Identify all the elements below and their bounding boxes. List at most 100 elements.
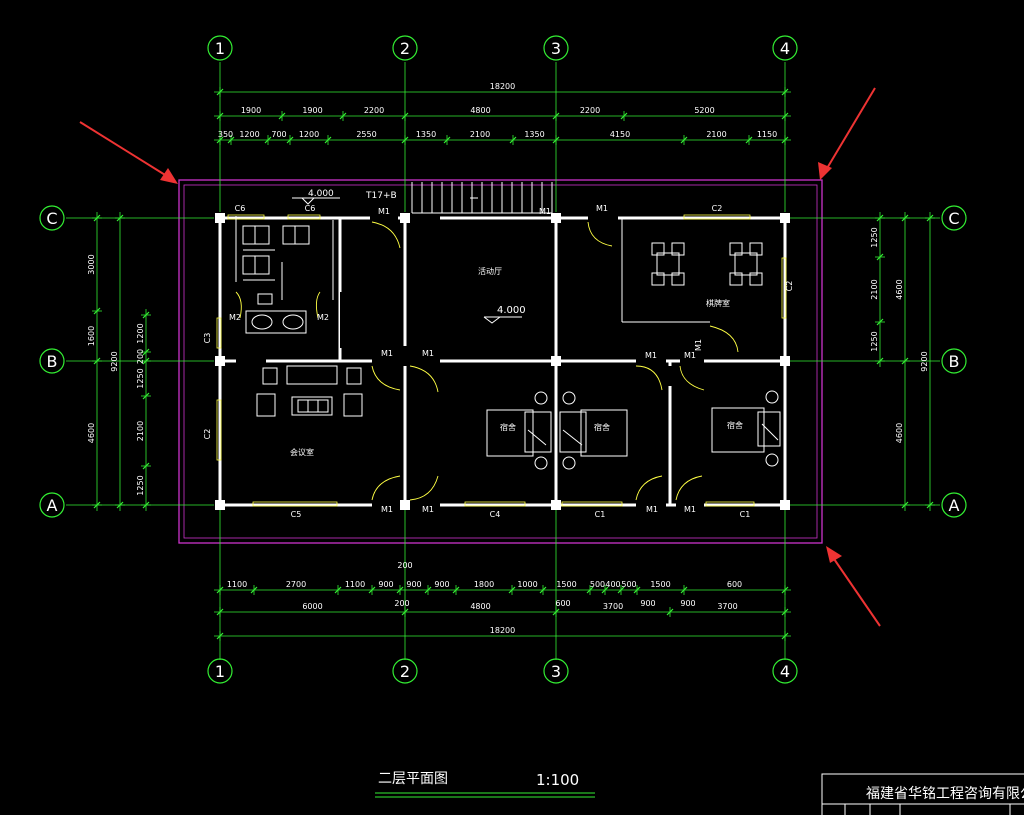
dim-bottom-row1-label: 900 xyxy=(406,580,421,589)
doors xyxy=(235,221,739,501)
outline-frame xyxy=(178,179,823,544)
dim-top-row2-label: 4150 xyxy=(610,130,630,139)
dim-top-row2-label: 700 xyxy=(271,130,286,139)
window-label: C1 xyxy=(740,510,751,519)
grid-bubble-2-bottom xyxy=(392,658,418,684)
column xyxy=(780,356,790,366)
company-name: 福建省华铭工程咨询有限公司 xyxy=(866,786,1024,802)
company-title-block: 福建省华铭工程咨询有限公司 xyxy=(821,773,1024,815)
column xyxy=(215,356,225,366)
dim-bottom-extra-label: 900 xyxy=(680,599,695,608)
dim-right-total-label: 9200 xyxy=(920,351,929,371)
dim-bottom-row1-label: 1100 xyxy=(345,580,365,589)
window xyxy=(252,501,338,507)
grid-bubble-label: B xyxy=(949,352,960,371)
dim-bottom-extra-label: 900 xyxy=(640,599,655,608)
grid-bubble-label: 2 xyxy=(400,662,410,681)
door-swing xyxy=(409,475,439,501)
column xyxy=(215,500,225,510)
door-swing xyxy=(371,365,401,391)
door-label: M1 xyxy=(684,351,696,360)
annotation-arrows xyxy=(79,87,881,627)
dim-top-row2-label: 2550 xyxy=(356,130,376,139)
window-label: C2 xyxy=(712,204,723,213)
grid-bubble-label: 3 xyxy=(551,39,561,58)
stair-tag: T17+B xyxy=(365,191,397,201)
dim-top-total-label: 18200 xyxy=(490,82,515,91)
room-label-dorm-3: 宿舍 xyxy=(727,420,743,430)
grid-bubble-label: 4 xyxy=(780,39,790,58)
dim-bottom-row1-label: 1500 xyxy=(650,580,670,589)
window xyxy=(216,399,222,461)
dim-top-row2-label: 1200 xyxy=(299,130,319,139)
grid-bubble-A-left xyxy=(39,492,65,518)
window xyxy=(227,214,265,220)
dim-bottom-row1-label: 1100 xyxy=(227,580,247,589)
window-label: C3 xyxy=(203,333,212,344)
grid-bubble-B-right xyxy=(941,348,967,374)
dim-top-row1-label: 2200 xyxy=(364,106,384,115)
dim-left-total-label: 9200 xyxy=(110,351,119,371)
grid-bubble-B-left xyxy=(39,348,65,374)
dim-top-row2-label: 1200 xyxy=(239,130,259,139)
dim-left-outer-label: 4600 xyxy=(87,423,96,443)
door-swing xyxy=(635,475,663,501)
dim-left-inner-label: 1200 xyxy=(136,323,145,343)
window-label: C2 xyxy=(785,281,794,292)
grid-bubble-label: C xyxy=(46,209,57,228)
dim-bottom-row1-label: 1800 xyxy=(474,580,494,589)
column xyxy=(215,213,225,223)
grid-bubble-C-right xyxy=(941,205,967,231)
column xyxy=(780,213,790,223)
window-label: C1 xyxy=(595,510,606,519)
dim-right-outer-label: 4600 xyxy=(895,423,904,443)
drawing-scale: 1:100 xyxy=(536,771,579,789)
door-swing xyxy=(315,291,321,319)
grid-bubble-label: C xyxy=(948,209,959,228)
dim-left-outer-label: 3000 xyxy=(87,254,96,274)
dim-top-row2-label: 350 xyxy=(218,130,233,139)
window-label: C5 xyxy=(291,510,302,519)
dim-bottom-row2-label: 6000 xyxy=(302,602,322,611)
dim-bottom-row1-label: 1500 xyxy=(556,580,576,589)
window-label: C6 xyxy=(235,204,246,213)
column xyxy=(780,500,790,510)
room-label-chess-room: 棋牌室 xyxy=(706,298,730,308)
window xyxy=(464,501,526,507)
door-label: M1 xyxy=(684,505,696,514)
dim-top-row1-label: 5200 xyxy=(694,106,714,115)
dim-bottom-row1-label: 2700 xyxy=(286,580,306,589)
plan-labels: 4.000 T17+B 4.000 活动厅 棋牌室 会议室 宿舍 宿舍 宿舍 xyxy=(290,189,743,457)
dim-bottom-row2-label: 4800 xyxy=(470,602,490,611)
window xyxy=(781,257,787,319)
column xyxy=(400,500,410,510)
door-swing xyxy=(235,291,242,319)
door-swing xyxy=(409,365,439,393)
dim-top-row2-label: 2100 xyxy=(470,130,490,139)
grid-bubble-label: 2 xyxy=(400,39,410,58)
window xyxy=(287,214,321,220)
grid-bubble-label: A xyxy=(949,496,960,515)
column xyxy=(551,213,561,223)
window-label: C2 xyxy=(203,429,212,440)
dim-top-row1-label: 4800 xyxy=(470,106,490,115)
door-swing xyxy=(675,475,703,501)
dim-right-outer-label: 4600 xyxy=(895,279,904,299)
grid-bubble-A-right xyxy=(941,492,967,518)
grid-bubble-1-bottom xyxy=(207,658,233,684)
grid-bubble-4-bottom xyxy=(772,658,798,684)
window xyxy=(683,214,751,220)
door-label: M1 xyxy=(381,505,393,514)
door-swing xyxy=(709,325,739,353)
window xyxy=(561,501,623,507)
door-label: M2 xyxy=(229,313,241,322)
door-label: M1 xyxy=(378,207,390,216)
dim-top-row1-label: 1900 xyxy=(241,106,261,115)
door-label: M1 xyxy=(422,349,434,358)
dim-bottom-row1-label: 500 xyxy=(590,580,605,589)
walls xyxy=(215,213,790,510)
